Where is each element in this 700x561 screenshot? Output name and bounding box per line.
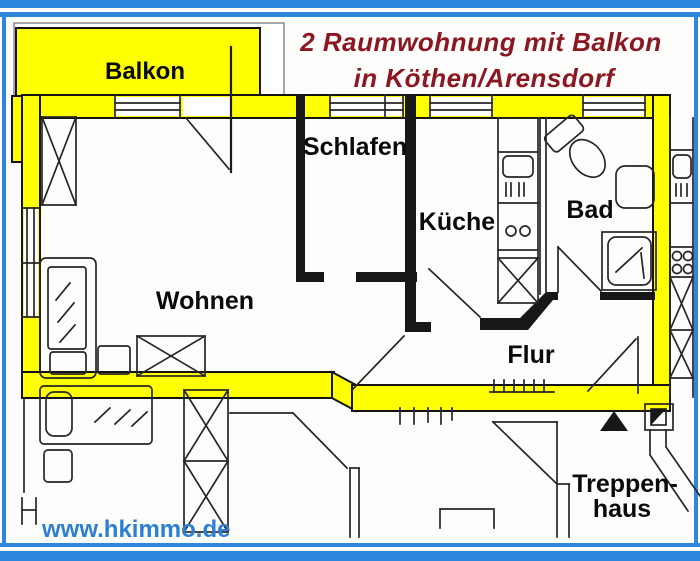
wohnen-furniture (39, 115, 207, 379)
room-label-treppenhaus-1: Treppen- (572, 470, 678, 498)
window-kueche (429, 94, 493, 119)
wall-foot-schlafen-door (296, 272, 324, 282)
toilet-icon (543, 114, 607, 178)
room-label-wohnen: Wohnen (156, 287, 254, 315)
room-label-balkon: Balkon (105, 58, 185, 85)
entrance-marker-icon (600, 411, 628, 431)
window-schlafen (329, 94, 404, 119)
door-bad-swing (556, 245, 603, 293)
wall-bad-bottom-right (600, 292, 655, 300)
title-line-1: 2 Raumwohnung mit Balkon (299, 27, 662, 57)
crossed-table-icon (135, 334, 207, 378)
watermark-url: www.hkimmo.de (41, 516, 230, 543)
balcony-area (15, 27, 261, 97)
border-top-line (0, 12, 700, 17)
balcony-door (183, 45, 233, 174)
room-labels: Schlafen Küche Bad Wohnen Flur Treppen- … (156, 133, 678, 523)
neighbour-stove-icon (671, 250, 694, 275)
kitchen-cabinet-icon (496, 256, 540, 305)
below-flat (21, 379, 700, 538)
wall-wohnen-schlafen (296, 95, 305, 280)
kitchen-strip (497, 117, 539, 304)
room-label-flur: Flur (507, 341, 554, 369)
kitchen-drawers-icon (505, 182, 525, 197)
wall-bad-bottom-left (548, 292, 558, 300)
room-label-schlafen: Schlafen (303, 133, 407, 161)
bed-icon (39, 385, 153, 445)
title-line-2: in Köthen/Arensdorf (354, 63, 617, 93)
border-bottom-bar (0, 551, 700, 561)
shaft-icon (644, 403, 674, 431)
wall-schlafen-kueche (405, 95, 416, 332)
stair-landing-edge (439, 508, 495, 529)
kitchen-hob-icon (505, 225, 531, 237)
border-right-line (694, 17, 698, 543)
door-swings (350, 245, 639, 394)
neighbour-wardrobe-icon (182, 388, 230, 534)
balcony-side-wall (11, 95, 23, 163)
wall-flur-chamfer (520, 292, 553, 330)
staircase (439, 420, 570, 538)
neighbour-cabinet-icon (668, 275, 695, 380)
entrance-sill-ticks (489, 379, 555, 393)
neighbour-door-swing (291, 411, 360, 538)
neighbour-units-right (668, 117, 695, 398)
window-wohnen-left (21, 207, 41, 318)
wall-bottom-right (351, 384, 671, 412)
wall-foot-kueche-door (405, 322, 431, 332)
stair-flight-lines (649, 429, 700, 513)
interior-walls (296, 95, 655, 332)
neighbour-sink-icon (672, 154, 692, 179)
door-entrance-swing (586, 337, 638, 393)
listing-title: 2 Raumwohnung mit Balkon in Köthen/Arens… (299, 27, 662, 93)
wardrobe-icon (40, 115, 78, 207)
neighbour-drawers-icon (675, 183, 688, 197)
wall-schlafen-flur (356, 272, 417, 282)
couch-icon (39, 257, 97, 379)
kitchen-units (496, 117, 540, 305)
stair-step-ticks (399, 407, 453, 425)
door-flur-wohnen (350, 334, 406, 392)
room-label-kueche: Küche (419, 208, 496, 236)
room-label-bad: Bad (566, 196, 613, 224)
border-left-line (2, 17, 6, 543)
window-bad (582, 94, 646, 119)
small-table-icon (21, 497, 37, 525)
room-label-treppenhaus-2: haus (593, 495, 651, 523)
nightstand-icon (43, 449, 73, 483)
side-table-icon (97, 345, 131, 375)
border-bottom-line (0, 543, 700, 547)
door-kueche (427, 267, 482, 319)
washbasin-icon (615, 165, 655, 209)
wall-kueche-flur (480, 318, 524, 330)
stair-door-swing (491, 420, 559, 486)
kitchen-sink-icon (502, 155, 534, 178)
shower-icon (601, 231, 657, 291)
border-top-bar (0, 0, 700, 8)
bad-fixtures (543, 114, 657, 291)
windows (21, 45, 646, 318)
window-wohnen (114, 94, 181, 119)
balcony: Balkon (11, 22, 285, 163)
